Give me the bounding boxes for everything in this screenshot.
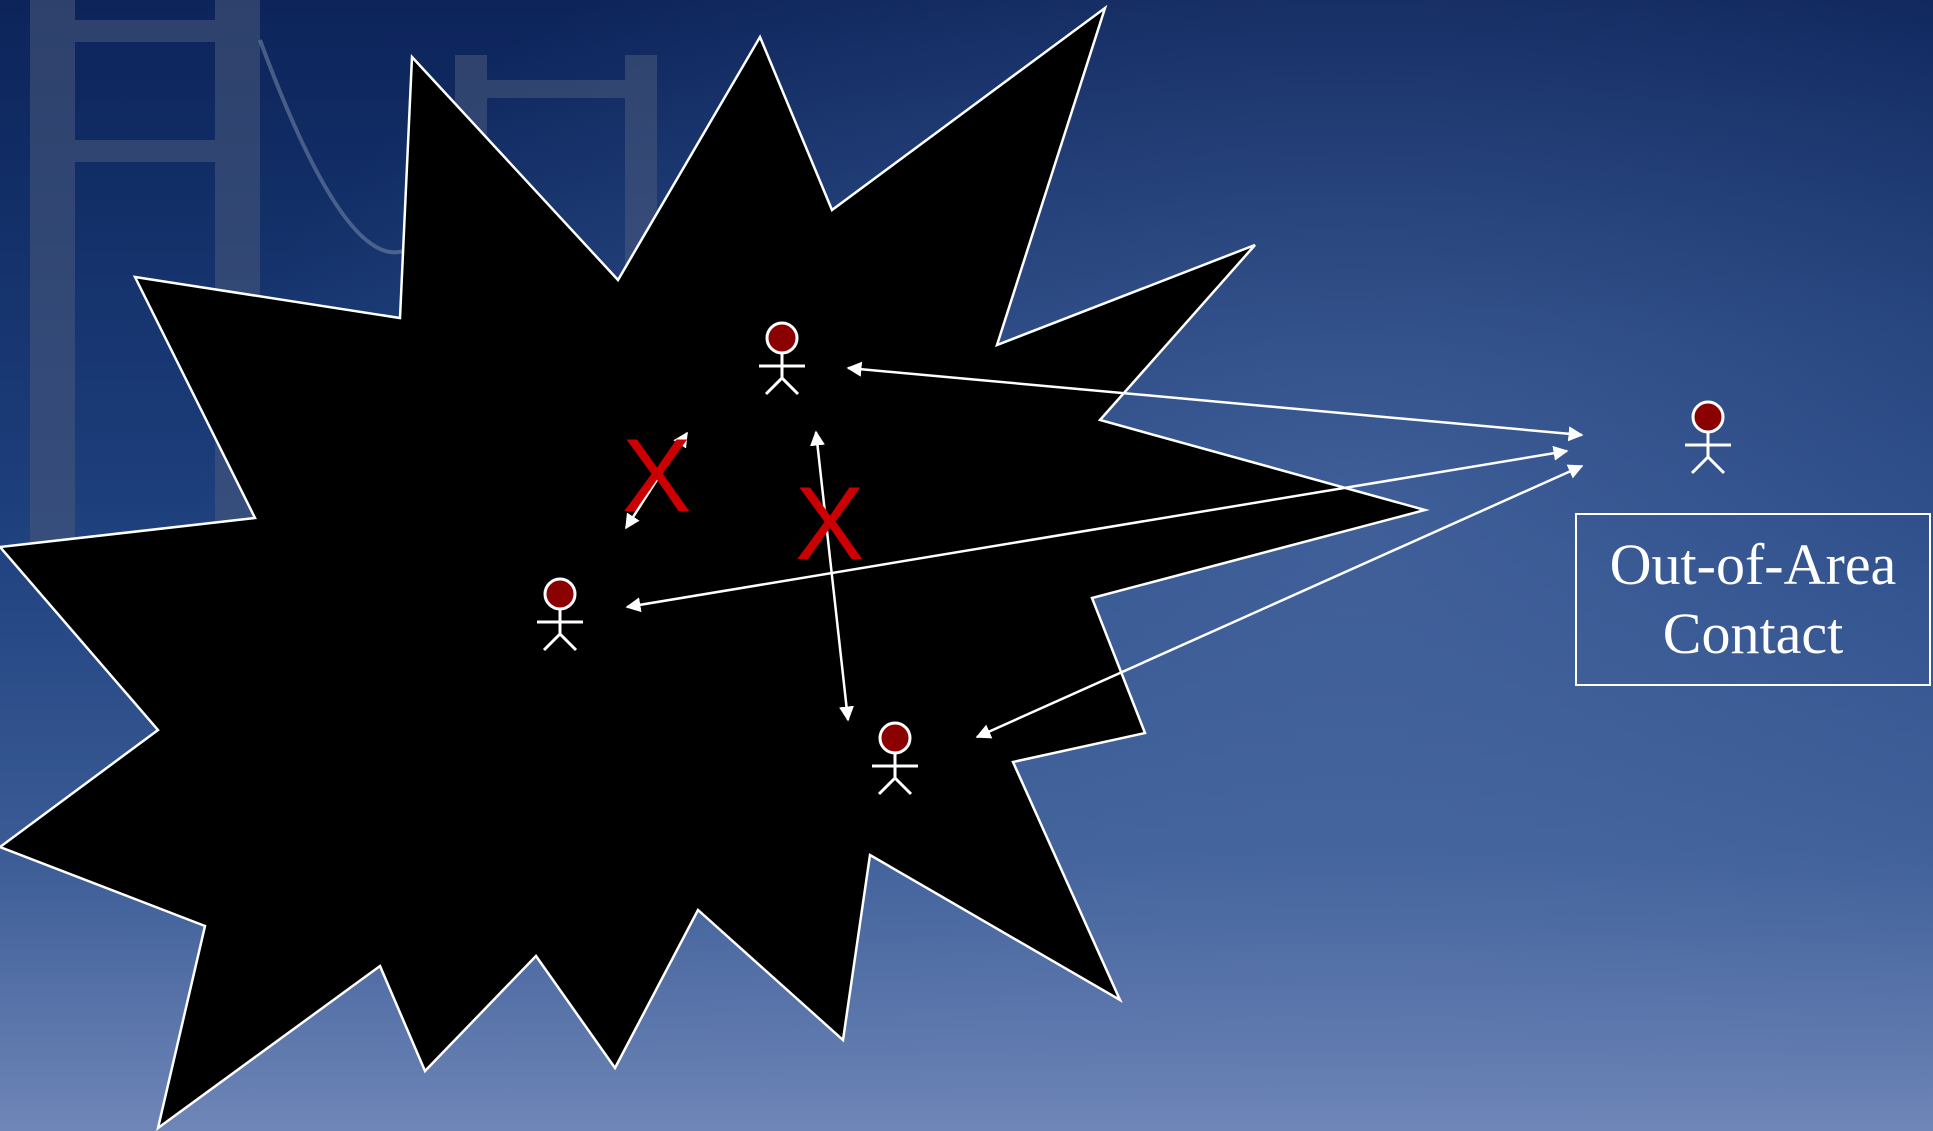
contact-box-label-line1: Out-of-Area [1610,531,1897,599]
contact-box-label-line2: Contact [1663,600,1843,668]
blocked-connection-x-mark: X [795,472,864,576]
blocked-connection-x-mark: X [622,424,691,528]
out-of-area-contact-box: Out-of-Area Contact [1575,513,1931,686]
